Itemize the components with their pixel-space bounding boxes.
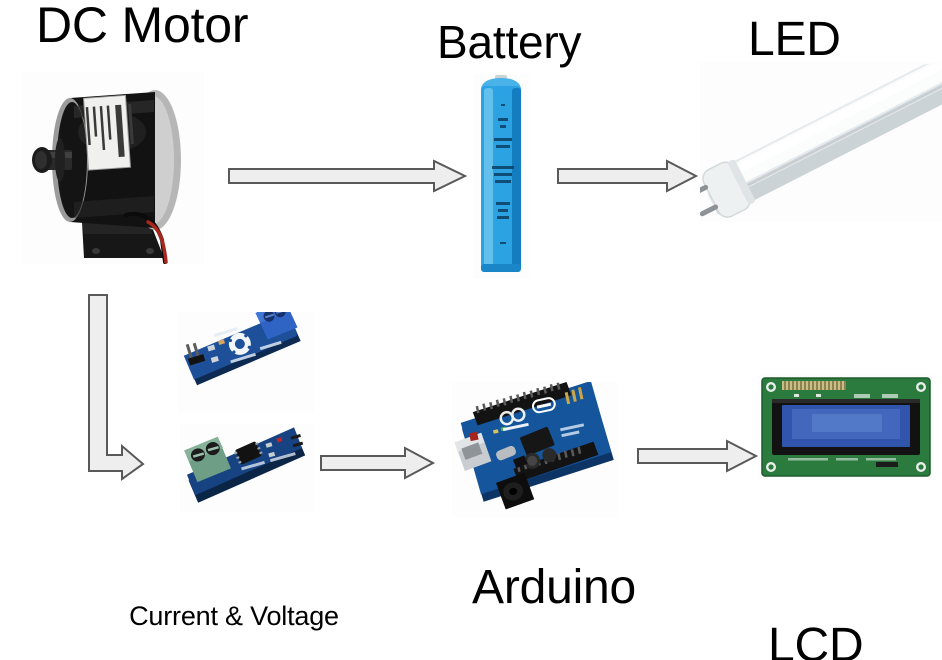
label-sensor-line1: Current & Voltage [129, 601, 339, 632]
led-tube-photo [700, 62, 942, 222]
lcd-display-photo [758, 374, 934, 480]
arrow-sensor-to-arduino [320, 446, 436, 480]
arrow-battery-to-led [557, 159, 699, 193]
label-lcd-display: LCD Display [768, 514, 942, 660]
battery-18650-photo [473, 74, 529, 279]
label-arduino: Arduino [472, 561, 637, 614]
arduino-uno-photo [452, 382, 618, 518]
arrow-motor-to-sensor [88, 294, 145, 481]
label-lcd-line1: LCD [768, 618, 864, 660]
label-current-voltage-sensor: Current & Voltage Sensor [104, 530, 364, 660]
arrow-arduino-to-lcd [637, 439, 759, 473]
label-battery: Battery [437, 16, 582, 68]
dc-motor-photo [22, 72, 204, 264]
arrow-motor-to-battery [228, 159, 468, 193]
label-led: LED [748, 13, 841, 66]
label-dc-motor: DC Motor [36, 0, 249, 53]
voltage-sensor-photo [178, 312, 314, 412]
current-sensor-photo [180, 424, 314, 512]
